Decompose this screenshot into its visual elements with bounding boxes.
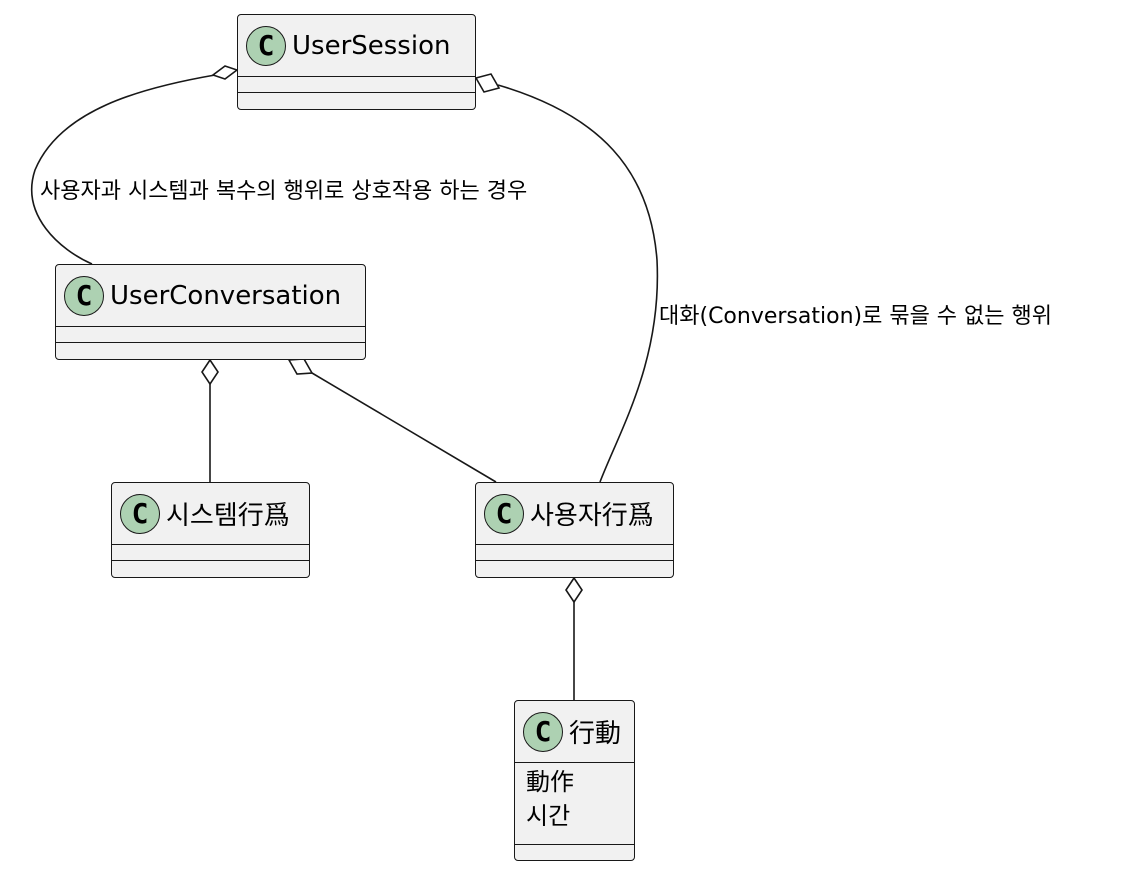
class-c-icon: C xyxy=(64,275,104,316)
class-user-action[interactable]: C 사용자行爲 xyxy=(475,482,674,578)
class-action[interactable]: C 行動 動作 시간 xyxy=(514,700,635,861)
class-name: 行動 xyxy=(569,719,622,749)
class-methods-section xyxy=(476,561,673,575)
class-attributes-section xyxy=(476,545,673,561)
class-attributes-section xyxy=(112,545,309,561)
class-c-icon: C xyxy=(523,711,563,752)
relation-label: 사용자과 시스템과 복수의 행위로 상호작용 하는 경우 xyxy=(40,179,528,204)
class-attributes-section: 動作 시간 xyxy=(515,763,634,845)
class-user-conversation[interactable]: C UserConversation xyxy=(55,264,366,360)
class-name: 사용자行爲 xyxy=(530,501,654,531)
aggregation-diamond xyxy=(474,73,501,93)
class-header: C UserConversation xyxy=(56,265,365,327)
class-c-icon: C xyxy=(120,493,160,534)
class-header: C 시스템行爲 xyxy=(112,483,309,545)
class-header: C 사용자行爲 xyxy=(476,483,673,545)
class-methods-section xyxy=(112,561,309,575)
class-c-icon: C xyxy=(246,25,286,66)
class-methods-section xyxy=(56,343,365,357)
attribute-item: 動作 xyxy=(526,768,574,796)
relation-label: 대화(Conversation)로 묶을 수 없는 행위 xyxy=(659,304,1052,329)
class-attributes-section xyxy=(238,77,475,93)
attribute-item: 시간 xyxy=(526,802,571,830)
class-header: C 行動 xyxy=(515,701,634,763)
class-name: UserSession xyxy=(292,30,451,61)
class-attributes-section xyxy=(56,327,365,343)
aggregation-diamond xyxy=(211,65,239,80)
edge-session-conversation xyxy=(30,74,216,265)
class-c-icon: C xyxy=(484,493,524,534)
aggregation-diamond xyxy=(565,576,583,604)
aggregation-diamond xyxy=(287,358,314,375)
class-header: C UserSession xyxy=(238,15,475,77)
edge-conversation-user-action xyxy=(311,372,497,483)
class-name: UserConversation xyxy=(110,280,342,311)
edge-session-user-action xyxy=(497,84,659,483)
class-methods-section xyxy=(515,845,634,859)
class-user-session[interactable]: C UserSession xyxy=(237,14,476,110)
class-system-action[interactable]: C 시스템行爲 xyxy=(111,482,310,578)
class-name: 시스템行爲 xyxy=(166,501,290,531)
aggregation-diamond xyxy=(201,358,219,386)
class-methods-section xyxy=(238,93,475,107)
